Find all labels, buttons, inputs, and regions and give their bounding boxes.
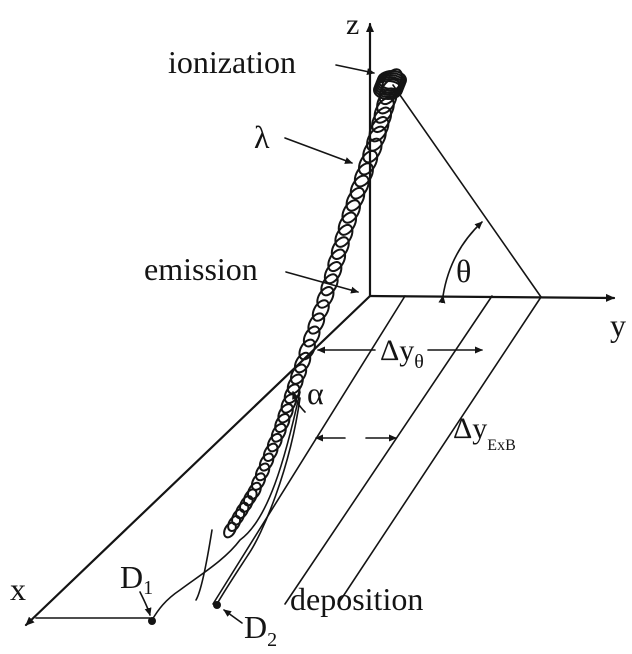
theta-triangle-edge <box>392 84 542 298</box>
spiral-loop <box>277 403 294 424</box>
spiral-loop <box>334 223 354 248</box>
spiral-loop <box>258 452 275 472</box>
spiral-loop <box>290 363 308 385</box>
spiral-loop <box>239 495 254 513</box>
spiral-loop <box>327 248 347 273</box>
plane-line-left <box>212 295 406 605</box>
spiral-loop <box>223 521 237 539</box>
d1-pointer <box>139 591 152 616</box>
alpha-pointer <box>292 391 306 413</box>
d2-label: D2 <box>244 609 277 651</box>
theta-label: θ <box>456 253 471 289</box>
spiral-loop <box>262 442 279 462</box>
z-axis-label: z <box>346 8 359 41</box>
emission-label: emission <box>144 251 258 287</box>
x-axis <box>24 294 372 627</box>
spiral-loop <box>270 422 287 443</box>
d1-sub: 1 <box>143 577 153 599</box>
ionization-loop <box>373 80 403 100</box>
spiral-loop <box>316 286 335 309</box>
delta-y-theta-main: Δy <box>380 334 414 367</box>
spiral-loop <box>349 174 370 200</box>
spiral-loop <box>353 162 374 188</box>
spiral-loop <box>358 149 379 176</box>
lambda-label: λ <box>254 119 270 155</box>
spiral-loop <box>302 325 321 348</box>
plane-line-right <box>337 296 542 605</box>
spiral-loop <box>286 373 304 395</box>
alpha-label: α <box>307 375 324 411</box>
delta-y-exb-main: Δy <box>453 412 487 445</box>
spiral-loop <box>330 236 350 260</box>
delta-y-theta-sub: θ <box>414 351 424 373</box>
deposition-label: deposition <box>290 581 423 617</box>
drift-path-branch <box>195 529 213 601</box>
delta-y-exb-sub: ExB <box>487 437 515 454</box>
spiral-loop <box>366 125 387 152</box>
d2-point <box>213 601 221 609</box>
ionization-pointer <box>335 64 375 75</box>
spiral-loop <box>298 338 316 361</box>
spiral-loop <box>242 488 258 507</box>
delta-y-theta-label: Δyθ <box>380 334 424 373</box>
spiral-loop <box>235 501 250 520</box>
delta-y-exb-label: ΔyExB <box>453 412 516 454</box>
spiral-loop <box>337 211 358 236</box>
spiral-loop <box>341 199 361 224</box>
emission-pointer <box>285 271 359 294</box>
drift-path-d1 <box>151 391 301 621</box>
theta-arc <box>438 221 483 304</box>
spiral-loop <box>311 299 330 322</box>
d2-pointer <box>223 609 243 624</box>
drift-path-d2 <box>216 397 301 605</box>
spiral-loop <box>266 432 283 453</box>
spiral-loop <box>307 312 326 335</box>
x-axis-label: x <box>10 571 26 607</box>
y-axis-label: y <box>610 307 626 343</box>
spiral-loop <box>254 462 271 482</box>
ionization-label: ionization <box>168 44 296 80</box>
spiral-loop <box>362 137 383 164</box>
spiral-loop <box>274 413 291 433</box>
d1-main: D <box>120 559 143 595</box>
d1-label: D1 <box>120 559 153 599</box>
spiral-loop <box>320 273 339 297</box>
d2-sub: 2 <box>267 629 277 651</box>
d1-point <box>148 617 156 625</box>
spiral-loop <box>227 515 242 532</box>
lambda-pointer <box>284 137 353 164</box>
spiral-loop <box>345 186 366 212</box>
spiral-loop <box>246 481 262 500</box>
d2-main: D <box>244 609 267 645</box>
electron-spiral-track <box>223 68 407 539</box>
spiral-loop <box>293 351 312 374</box>
plane-line-middle <box>284 295 493 605</box>
